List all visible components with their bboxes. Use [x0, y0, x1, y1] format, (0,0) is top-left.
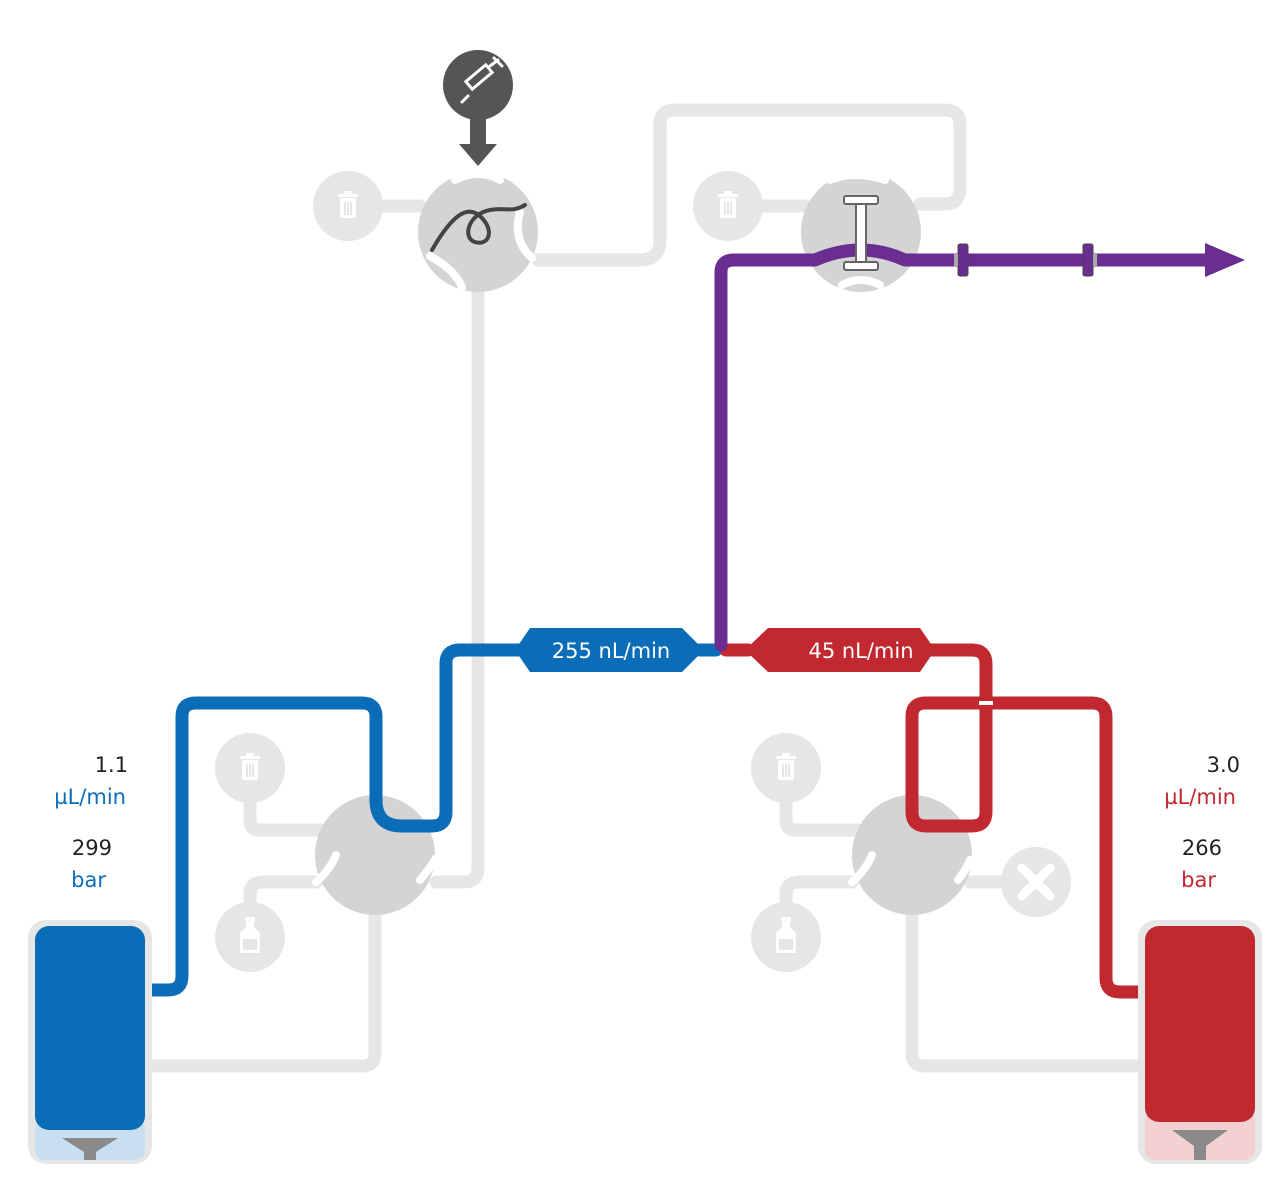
waste-bin-icon [240, 753, 260, 780]
pump-b-flow [719, 643, 1149, 999]
pump-a[interactable] [28, 920, 152, 1164]
pump-b-flow-unit: µL/min [1164, 785, 1236, 809]
waste-bin-pump-a[interactable] [215, 733, 285, 803]
pipe-injector-pump-a-valve [429, 278, 485, 889]
pipe-injector-column-valve [531, 103, 967, 267]
pipe-pump-b-return [905, 898, 1149, 1073]
injection-valve-channels [426, 170, 536, 291]
flow-label-a: 255 nL/min [515, 628, 704, 672]
column-valve-channels [826, 171, 889, 289]
pipe-bottle-pump-b-valve [779, 875, 859, 942]
idle-lines [145, 103, 1149, 1073]
pump-b-piston [1145, 926, 1255, 1122]
inject-arrow-icon [459, 117, 497, 166]
pump-a-flow-value: 1.1 [94, 753, 128, 777]
waste-bin-pump-b[interactable] [751, 733, 821, 803]
injection-valve[interactable] [418, 172, 538, 292]
solvent-bottle-pump-a[interactable] [215, 902, 285, 972]
pump-a-pressure-value: 299 [71, 836, 112, 860]
pump-b-flow-value: 3.0 [1206, 753, 1240, 777]
pipe-bottle-pump-a-valve [243, 875, 323, 942]
column-icon [843, 195, 879, 271]
solvent-bottle-pump-b[interactable] [751, 902, 821, 972]
sample-loop-icon [430, 203, 527, 252]
flow-label-a-text: 255 nL/min [552, 639, 670, 663]
pump-b-drive-icon [1172, 1130, 1228, 1160]
pump-a-pressure-unit: bar [71, 868, 106, 892]
flow-label-b: 45 nL/min [745, 628, 935, 672]
waste-bin-injector[interactable] [313, 171, 383, 241]
blocked-port[interactable] [1001, 847, 1071, 917]
waste-bin-icon [718, 191, 738, 218]
pump-a-flow-unit: µL/min [54, 785, 126, 809]
mixed-flow [714, 243, 1212, 652]
autosampler-injector[interactable] [443, 50, 513, 166]
pipe-waste-pump-a-valve [243, 763, 337, 837]
pump-b-pressure-value: 266 [1181, 836, 1222, 860]
pump-b-pressure-unit: bar [1181, 868, 1216, 892]
pipe-waste-pump-b-valve [779, 763, 873, 837]
syringe-icon [460, 56, 504, 104]
waste-bin-column-valve[interactable] [693, 171, 763, 241]
outlet-connectors [954, 243, 1097, 277]
waste-bin-icon [338, 191, 358, 218]
pump-a-piston [35, 926, 145, 1130]
flow-label-b-text: 45 nL/min [808, 639, 913, 663]
output-arrow-icon [1205, 243, 1245, 277]
blocked-port-icon [1017, 863, 1055, 901]
pump-b[interactable] [1138, 920, 1262, 1164]
waste-bin-icon [776, 753, 796, 780]
pump-a-drive-icon [62, 1138, 118, 1160]
pipe-pump-a-return [145, 898, 382, 1073]
